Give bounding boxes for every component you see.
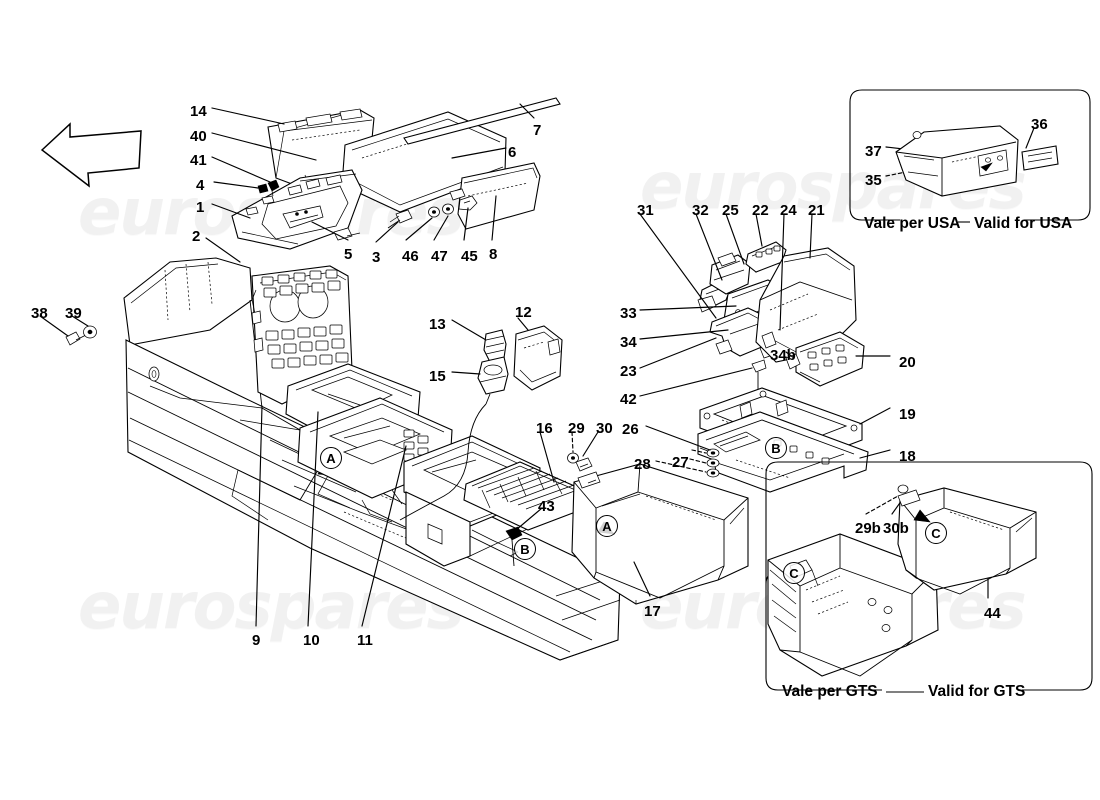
fastener-27	[706, 458, 720, 468]
part-15-socket	[477, 356, 509, 405]
fastener-4	[257, 183, 269, 194]
callout-21: 21	[808, 202, 825, 219]
part-21-armrest-pad	[755, 247, 857, 363]
callout-36: 36	[1031, 116, 1048, 133]
fastener-46	[428, 206, 440, 218]
callout-22: 22	[752, 202, 769, 219]
gts-inset-box	[765, 461, 1093, 691]
callout-39: 39	[65, 305, 82, 322]
part-32-latch	[709, 252, 751, 295]
fastener-26	[706, 448, 720, 458]
fastener-30	[575, 457, 593, 472]
callout-30: 30	[596, 420, 613, 437]
part-20-bracket	[795, 331, 865, 387]
direction-arrow-icon	[40, 122, 142, 188]
callout-10: 10	[303, 632, 320, 649]
callout-40: 40	[190, 128, 207, 145]
callout-29-gts: 29b	[855, 520, 881, 537]
callout-11: 11	[357, 632, 373, 649]
callout-23: 23	[620, 363, 637, 380]
part-13-lighter	[483, 329, 507, 363]
part-17-pocket	[571, 463, 749, 605]
callout-20: 20	[899, 354, 916, 371]
callout-43: 43	[538, 498, 555, 515]
part-7-strip	[403, 97, 561, 145]
callout-28: 28	[634, 456, 651, 473]
callout-9: 9	[252, 632, 261, 649]
marker-a-pocket: A	[596, 515, 618, 537]
part-24-trim	[761, 331, 777, 349]
callout-47: 47	[431, 248, 448, 265]
callout-41: 41	[190, 152, 207, 169]
marker-c-gts-left: C	[783, 562, 805, 584]
usa-caption-english: Valid for USA	[974, 215, 1073, 232]
callout-37: 37	[865, 143, 882, 160]
callout-45: 45	[461, 248, 478, 265]
callout-6: 6	[508, 144, 517, 161]
callout-17: 17	[644, 603, 661, 620]
part-3-screw	[387, 209, 413, 229]
callout-33: 33	[620, 305, 637, 322]
marker-b-basepan: B	[765, 437, 787, 459]
gts-part-left	[767, 533, 939, 677]
callout-4: 4	[196, 177, 205, 194]
callout-3: 3	[372, 249, 381, 266]
callout-14: 14	[190, 103, 207, 120]
usa-inset-box	[849, 89, 1091, 221]
fastener-45	[458, 195, 478, 211]
callout-46: 46	[402, 248, 419, 265]
callout-1: 1	[196, 199, 205, 216]
callout-25: 25	[722, 202, 739, 219]
callout-19: 19	[899, 406, 916, 423]
callout-7: 7	[533, 122, 542, 139]
fastener-29	[567, 452, 579, 464]
fastener-28	[706, 468, 720, 478]
usa-caption-italian: Vale per USA	[864, 215, 961, 232]
callout-32: 32	[692, 202, 709, 219]
part-34b-clip	[785, 353, 801, 370]
callout-26: 26	[622, 421, 639, 438]
callout-42: 42	[620, 391, 637, 408]
callout-27: 27	[672, 454, 689, 471]
part-43-grommet	[505, 526, 523, 567]
part-22-hinge	[745, 241, 787, 273]
callout-12: 12	[515, 304, 532, 321]
marker-b-sill: B	[514, 538, 536, 560]
gts-caption-italian: Vale per GTS	[782, 683, 878, 700]
marker-a-console: A	[320, 447, 342, 469]
callout-34: 34	[620, 334, 637, 351]
fastener-47	[442, 203, 454, 215]
fastener-39	[83, 325, 97, 339]
gts-part-44	[897, 484, 1037, 595]
callout-31: 31	[637, 202, 654, 219]
callout-8: 8	[489, 246, 498, 263]
callout-35: 35	[865, 172, 882, 189]
callout-2: 2	[192, 228, 201, 245]
callout-30-gts: 30b	[883, 520, 909, 537]
callout-29: 29	[568, 420, 585, 437]
callout-24: 24	[780, 202, 797, 219]
fastener-45b	[449, 188, 466, 201]
marker-c-gts-right: C	[925, 522, 947, 544]
callout-44: 44	[984, 605, 1001, 622]
fastener-41	[267, 179, 280, 197]
callout-38: 38	[31, 305, 48, 322]
callout-13: 13	[429, 316, 446, 333]
callout-18: 18	[899, 448, 916, 465]
callout-34-lower: 34b	[770, 347, 796, 364]
gts-caption-english: Valid for GTS	[928, 683, 1026, 700]
part-1-console-frame	[231, 169, 363, 250]
callout-15: 15	[429, 368, 446, 385]
part-8-lid	[457, 162, 541, 230]
part-2-switch-panel	[251, 265, 353, 405]
callout-5: 5	[344, 246, 353, 263]
leader-lines	[39, 103, 1035, 627]
callout-16: 16	[536, 420, 553, 437]
part-12-ashtray	[513, 325, 563, 391]
